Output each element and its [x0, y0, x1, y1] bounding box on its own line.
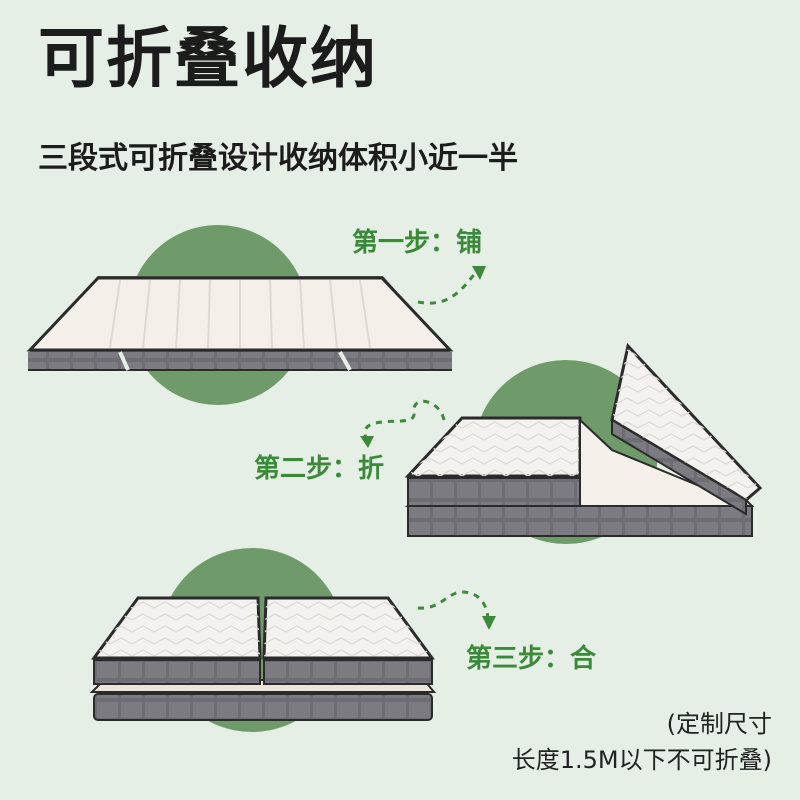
arrow-step3: [417, 590, 490, 619]
arrow-step2: [363, 399, 446, 442]
step-2-label: 第二步：折: [254, 454, 385, 484]
mattress-folding: [404, 342, 763, 537]
arrow-step1: [417, 271, 478, 305]
step-1-label: 第一步：铺: [352, 228, 483, 258]
page-subtitle: 三段式可折叠设计收纳体积小近一半: [38, 141, 518, 176]
custom-size-note-line2: 长度1.5M以下不可折叠): [511, 746, 772, 774]
page-title: 可折叠收纳: [38, 20, 378, 97]
mattress-flat: [26, 276, 454, 371]
step-3-label: 第三步：合: [466, 644, 597, 674]
custom-size-note-line1: (定制尺寸: [666, 710, 772, 738]
mattress-closed: [89, 596, 437, 721]
